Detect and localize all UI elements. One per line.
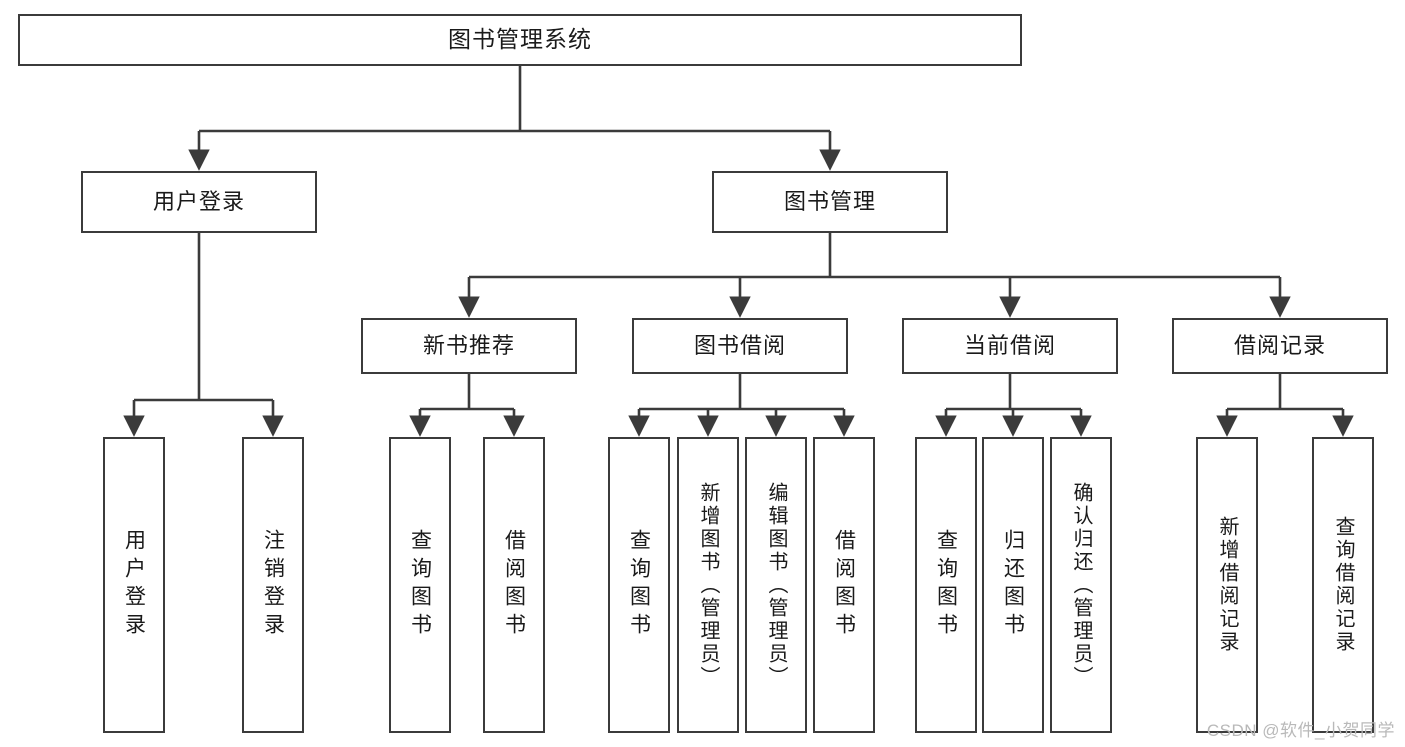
node-leaf-add-book[interactable]: 新增图书（管理员）: [677, 437, 739, 733]
node-leaf-add-record[interactable]: 新增借阅记录: [1196, 437, 1258, 733]
node-leaf-return-book[interactable]: 归还图书: [982, 437, 1044, 733]
node-label: 归还图书: [1001, 529, 1025, 641]
node-label: 图书借阅: [693, 332, 786, 358]
node-label: 新书推荐: [422, 332, 515, 358]
node-book-borrow[interactable]: 图书借阅: [632, 318, 848, 374]
node-leaf-borrow-book-2[interactable]: 借阅图书: [813, 437, 875, 733]
node-label: 借阅图书: [832, 529, 856, 641]
node-label: 图书管理系统: [448, 26, 592, 53]
node-label: 确认归还（管理员）: [1070, 481, 1092, 689]
node-leaf-query-record[interactable]: 查询借阅记录: [1312, 437, 1374, 733]
node-leaf-user-login[interactable]: 用户登录: [103, 437, 165, 733]
node-leaf-borrow-book-1[interactable]: 借阅图书: [483, 437, 545, 733]
node-new-book-recommend[interactable]: 新书推荐: [361, 318, 577, 374]
node-root-system[interactable]: 图书管理系统: [18, 14, 1022, 66]
node-current-borrow[interactable]: 当前借阅: [902, 318, 1118, 374]
node-label: 查询借阅记录: [1332, 516, 1354, 654]
node-label: 图书管理: [783, 188, 876, 214]
node-label: 当前借阅: [963, 332, 1056, 358]
node-label: 借阅记录: [1233, 332, 1326, 358]
node-label: 用户登录: [152, 188, 245, 214]
node-book-manage[interactable]: 图书管理: [712, 171, 948, 233]
node-leaf-edit-book[interactable]: 编辑图书（管理员）: [745, 437, 807, 733]
node-label: 查询图书: [934, 529, 958, 641]
node-leaf-query-book-2[interactable]: 查询图书: [608, 437, 670, 733]
node-leaf-confirm-return[interactable]: 确认归还（管理员）: [1050, 437, 1112, 733]
node-label: 编辑图书（管理员）: [765, 481, 787, 689]
node-label: 查询图书: [627, 529, 651, 641]
node-label: 注销登录: [261, 529, 285, 641]
node-user-login[interactable]: 用户登录: [81, 171, 317, 233]
node-label: 借阅图书: [502, 529, 526, 641]
node-label: 新增借阅记录: [1216, 516, 1238, 654]
node-leaf-query-book-1[interactable]: 查询图书: [389, 437, 451, 733]
node-leaf-user-logout[interactable]: 注销登录: [242, 437, 304, 733]
node-label: 查询图书: [408, 529, 432, 641]
node-label: 新增图书（管理员）: [697, 481, 719, 689]
node-borrow-record[interactable]: 借阅记录: [1172, 318, 1388, 374]
node-leaf-query-book-3[interactable]: 查询图书: [915, 437, 977, 733]
node-label: 用户登录: [122, 529, 146, 641]
